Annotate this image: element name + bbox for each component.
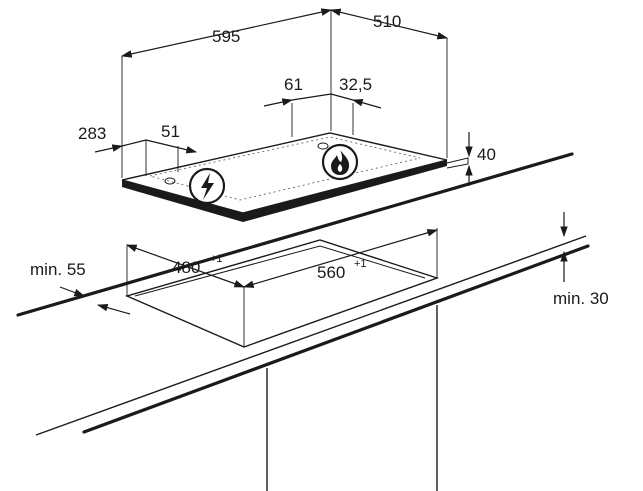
lightning-bolt-icon [201,173,214,200]
hob-unit [121,132,469,222]
label-560: 560 [317,263,345,282]
label-40: 40 [477,145,496,164]
dim-arrow-61a [263,98,294,107]
dim-line-61 [291,93,332,101]
dim-arrow-min55-b [96,303,131,315]
dim-arrow-283 [94,144,124,153]
dim-arrow-510 [329,8,449,40]
hob-dimensions [94,8,473,186]
label-min-55: min. 55 [30,260,86,279]
dim-arrow-32-5 [351,99,382,109]
dim-arrow-51 [145,139,198,154]
hob-right-edge [243,160,447,222]
hob-front-edge [122,180,243,222]
label-283: 283 [78,124,106,143]
label-51: 51 [161,122,180,141]
dim-line-32-5 [330,93,354,101]
label-61: 61 [284,75,303,94]
knob-marker [164,177,176,185]
label-32-5: 32,5 [339,75,372,94]
worktop-front-top [35,235,587,436]
dim-line-283 [121,139,147,147]
dim-arrow-595 [120,8,333,58]
hob-inner-outline [149,136,421,201]
labels: 595 510 61 32,5 283 51 40 min. 55 480 +1… [30,12,609,308]
label-480-tolerance: +1 [210,253,223,265]
electric-connection-icon [188,167,226,205]
knob-marker [317,142,329,150]
label-480: 480 [172,258,200,277]
gas-connector [446,157,469,169]
label-min-30: min. 30 [553,289,609,308]
label-510: 510 [373,12,401,31]
gas-connection-icon [321,143,359,181]
dim-arrow-480 [125,244,246,288]
flame-icon [331,150,350,175]
label-595: 595 [212,27,240,46]
label-560-tolerance: +1 [354,258,367,270]
dim-arrow-min55-a [59,286,86,297]
dim-arrow-560 [242,229,439,288]
cutout [59,212,568,348]
worktop-front-bottom [82,244,590,434]
